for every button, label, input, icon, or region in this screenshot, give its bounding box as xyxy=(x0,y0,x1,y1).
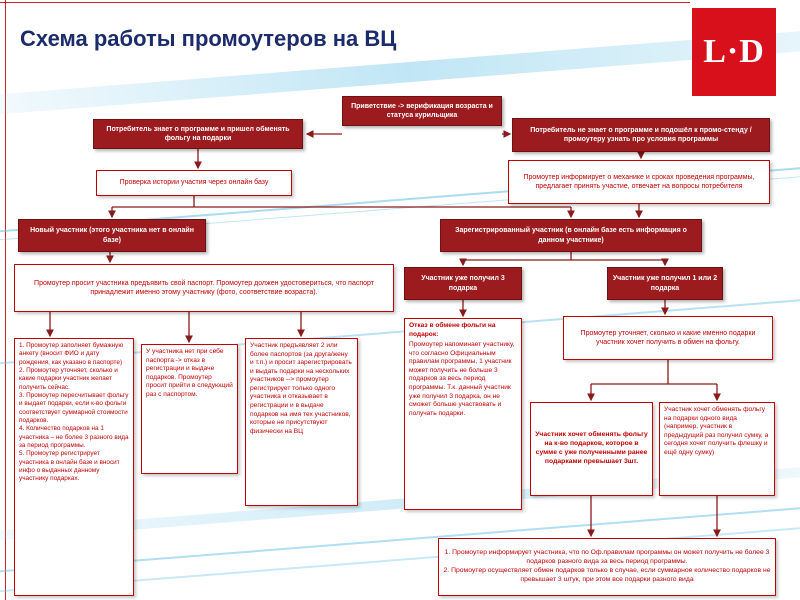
node-passport-check: Промоутер просит участника предъявить св… xyxy=(14,264,394,312)
node-registered-participant: Зарегистрированный участник (в онлайн ба… xyxy=(440,219,702,252)
node-consumer-knows: Потребитель знает о программе и пришел о… xyxy=(93,119,303,149)
node-exceeds-3: Участник хочет обменять фольгу на к-во п… xyxy=(530,402,653,496)
node-multiple-passports: Участник предъявляет 2 или более паспорт… xyxy=(245,338,358,506)
node-check-history: Проверка истории участия через онлайн ба… xyxy=(96,170,292,196)
node-refusal: Отказ в обмене фольги на подарок: Промоу… xyxy=(404,318,522,510)
node-consumer-not-knows: Потребитель не знает о программе и подош… xyxy=(512,118,770,152)
node-final-rules: 1. Промоутер информирует участника, что … xyxy=(438,538,776,596)
node-got-1-2-gifts: Участник уже получил 1 или 2 подарка xyxy=(607,267,723,300)
page-title: Схема работы промоутеров на ВЦ xyxy=(20,26,397,51)
refusal-body: Промоутер напоминает участнику, что согл… xyxy=(409,341,515,417)
node-new-participant: Новый участник (этого участника нет в он… xyxy=(18,219,206,252)
node-promoter-informs: Промоутер информирует о механике и срока… xyxy=(508,160,770,204)
node-same-type-gift: Участник хочет обменять фольгу на подарк… xyxy=(659,402,775,496)
node-no-passport: У участника нет при себе паспорта -> отк… xyxy=(141,344,238,474)
refusal-heading: Отказ в обмене фольги на подарок: xyxy=(409,322,496,338)
node-steps-list: 1. Промоутер заполняет бумажную анкету (… xyxy=(14,338,134,596)
ld-logo: L·D xyxy=(692,8,776,96)
node-clarify-gifts: Промоутер уточняет, сколько и какие имен… xyxy=(563,316,773,360)
node-got-3-gifts: Участник уже получил 3 подарка xyxy=(404,267,522,300)
node-greeting: Приветствие -> верификация возраста и ст… xyxy=(342,96,502,126)
